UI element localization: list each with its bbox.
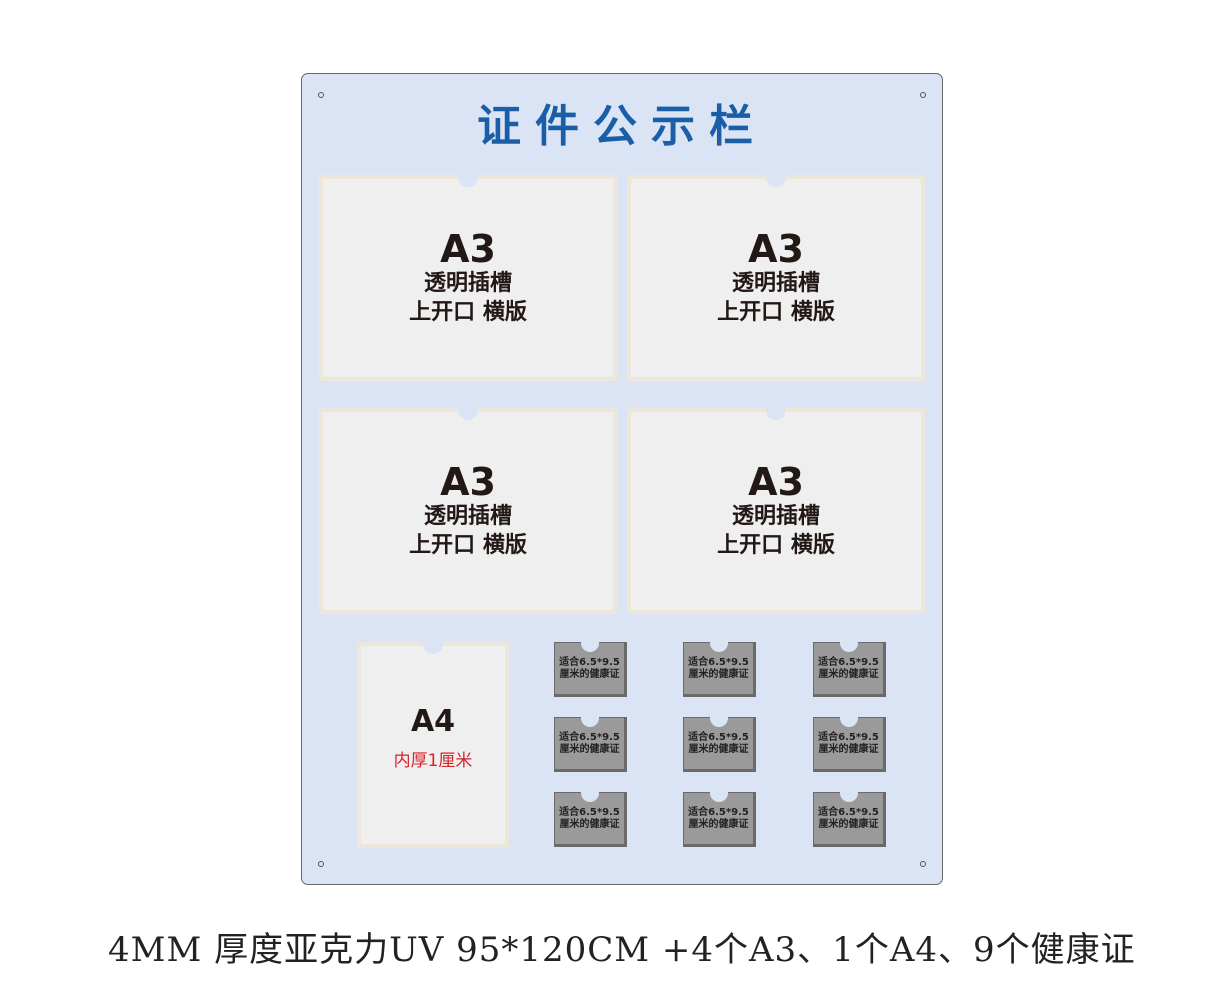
card-line2: 厘米的健康证 xyxy=(559,669,620,680)
card-line1: 适合6.5*9.5 xyxy=(818,807,879,818)
card-line1: 适合6.5*9.5 xyxy=(818,732,879,743)
screw-icon xyxy=(920,861,926,867)
card-line2: 厘米的健康证 xyxy=(688,744,749,755)
card-line2: 厘米的健康证 xyxy=(688,819,749,830)
card-line2: 厘米的健康证 xyxy=(818,819,879,830)
card-line1: 适合6.5*9.5 xyxy=(688,732,749,743)
card-line2: 厘米的健康证 xyxy=(818,669,879,680)
card-line1: 适合6.5*9.5 xyxy=(688,807,749,818)
screw-icon xyxy=(920,92,926,98)
card-line1: 适合6.5*9.5 xyxy=(559,732,620,743)
card-line1: 适合6.5*9.5 xyxy=(559,807,620,818)
card-line1: 适合6.5*9.5 xyxy=(688,657,749,668)
card-line1: 适合6.5*9.5 xyxy=(559,657,620,668)
caption: 4MM 厚度亚克力UV 95*120CM +4个A3、1个A4、9个健康证 xyxy=(108,930,1136,970)
card-line2: 厘米的健康证 xyxy=(559,819,620,830)
board-title: 证件公示栏 xyxy=(477,101,767,152)
screw-icon xyxy=(318,92,324,98)
card-line2: 厘米的健康证 xyxy=(688,669,749,680)
card-line1: 适合6.5*9.5 xyxy=(818,657,879,668)
card-line2: 厘米的健康证 xyxy=(559,744,620,755)
screw-icon xyxy=(318,861,324,867)
card-line2: 厘米的健康证 xyxy=(818,744,879,755)
